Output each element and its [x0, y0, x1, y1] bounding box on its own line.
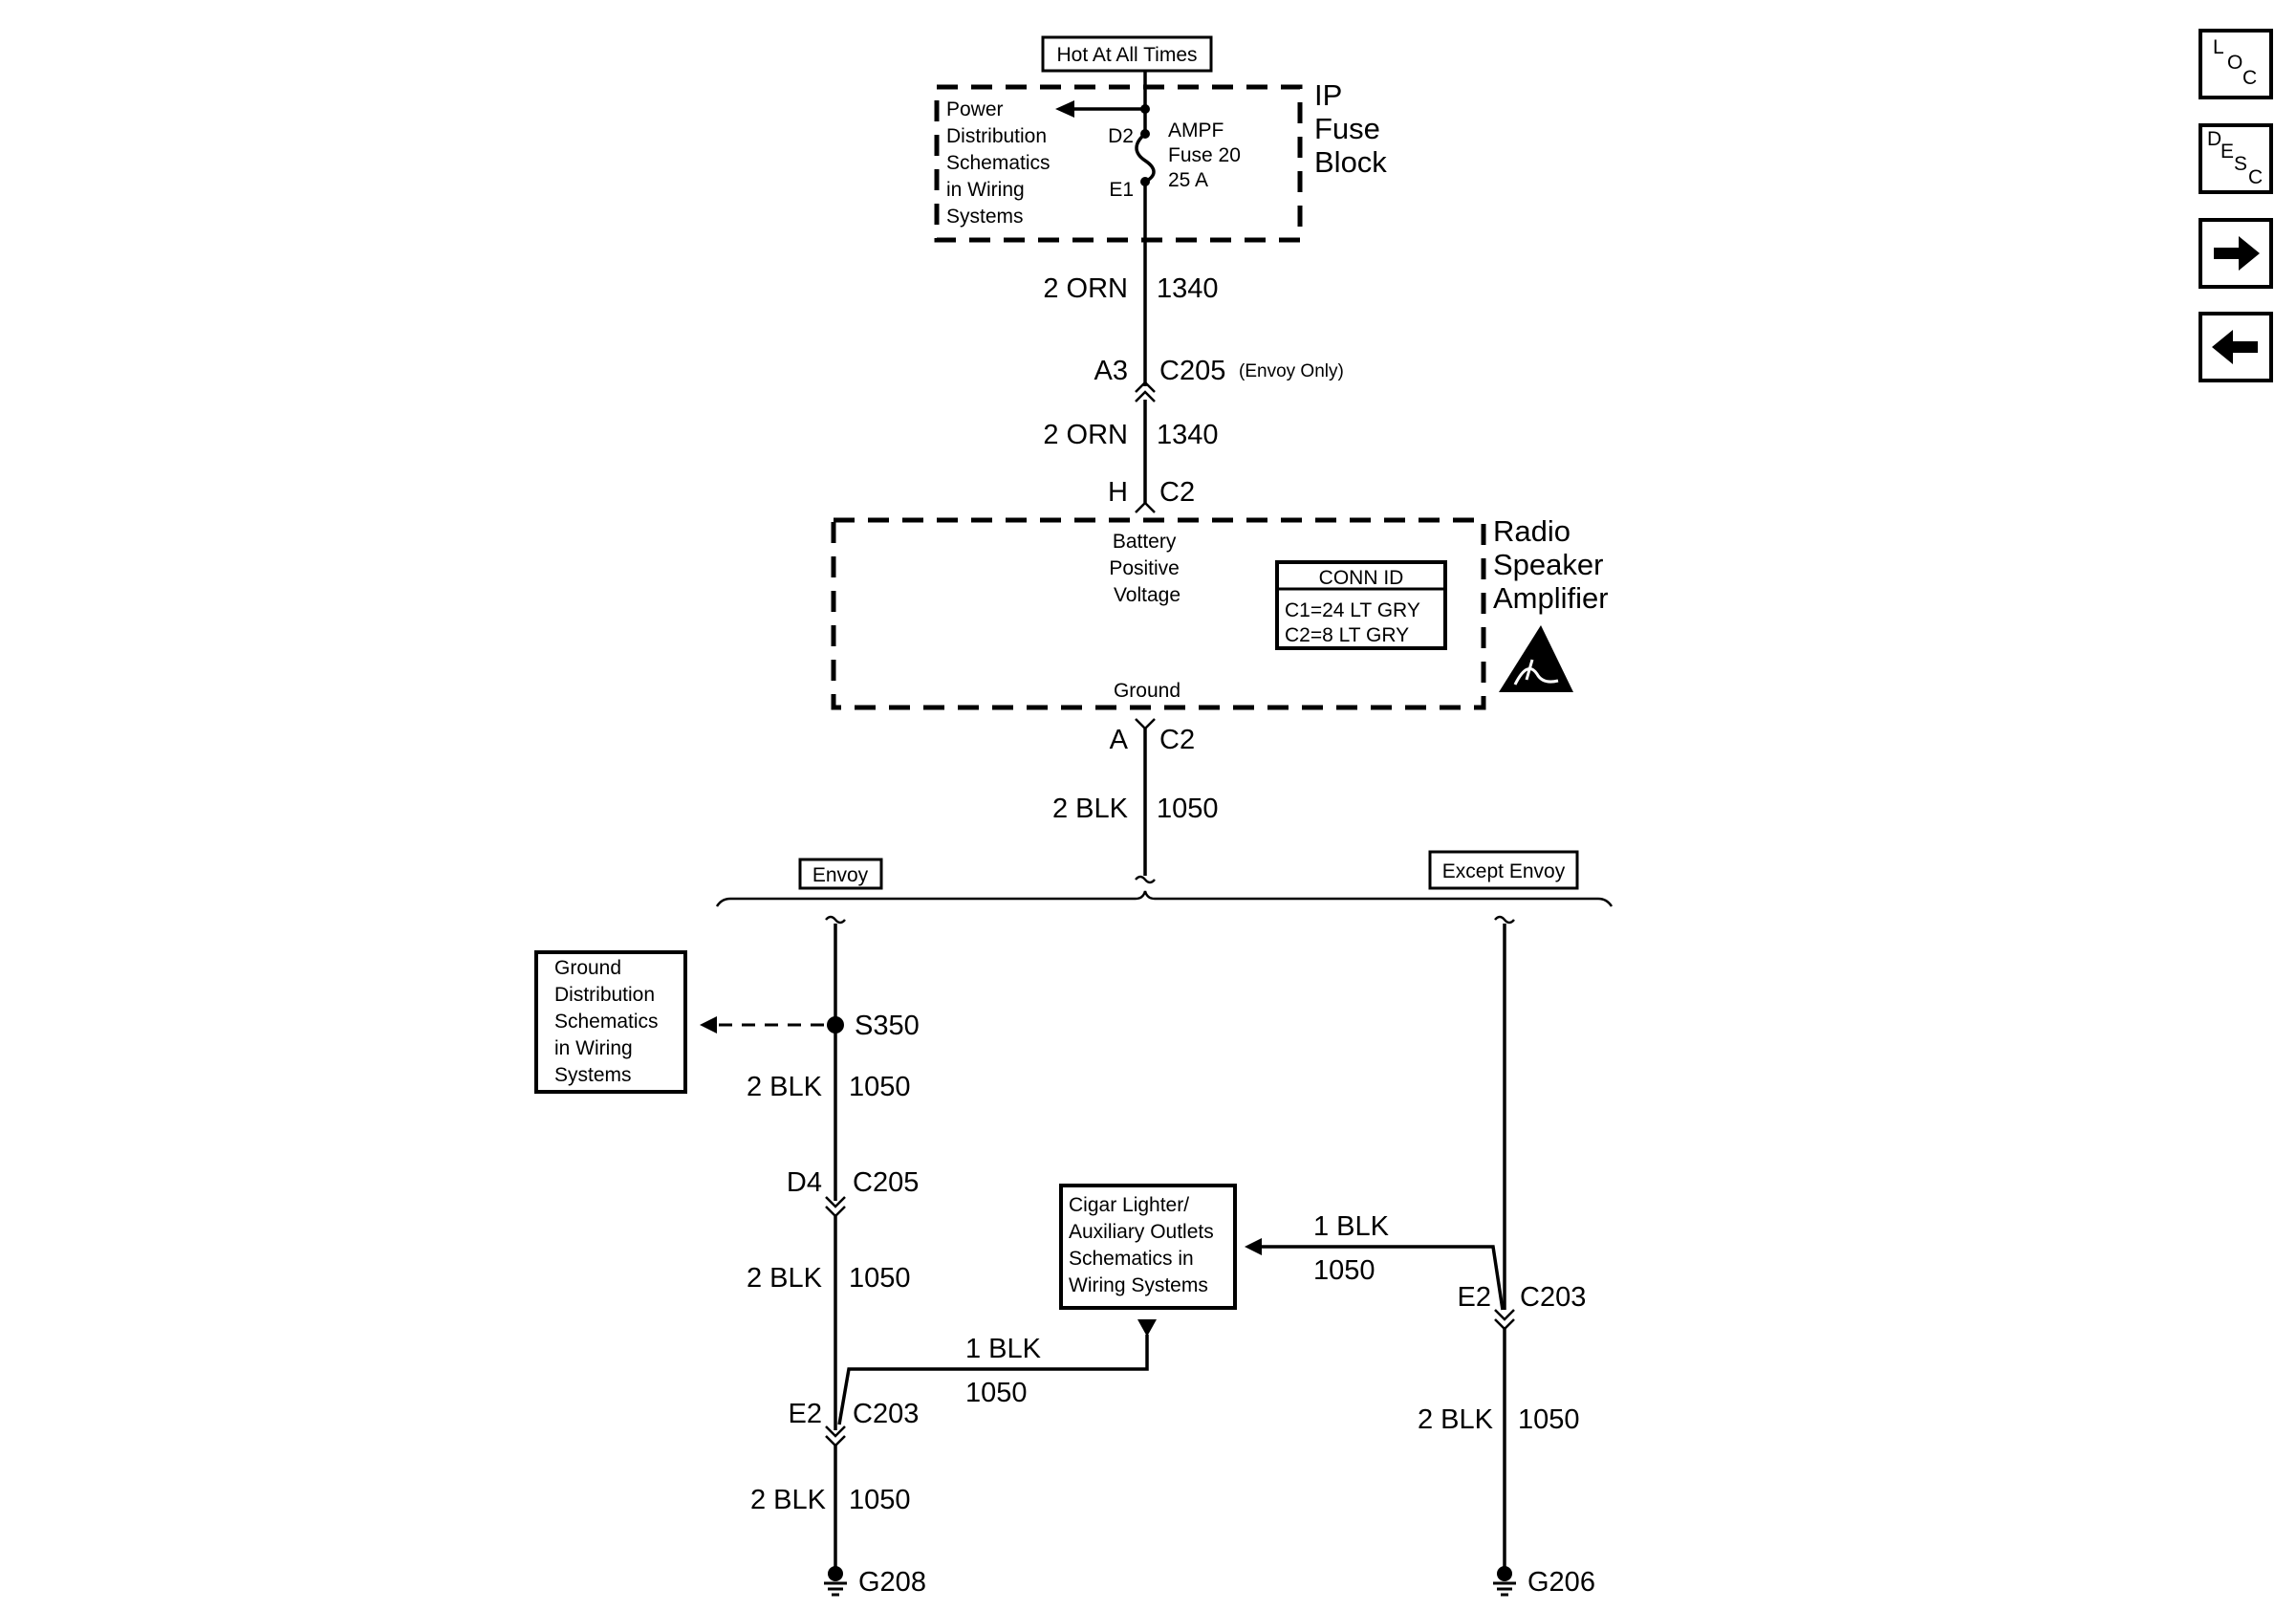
- arrow-down-icon: [1137, 1319, 1157, 1337]
- wire-5-gauge-color: 2 BLK: [747, 1263, 823, 1294]
- power-distribution-reference[interactable]: Power Distribution Schematics in Wiring …: [946, 98, 1055, 228]
- wire-7-gauge-color: 1 BLK: [965, 1334, 1042, 1364]
- wire-4-circuit: 1050: [849, 1072, 911, 1102]
- radio-speaker-amplifier: Radio Speaker Amplifier Battery Positive…: [831, 514, 1612, 710]
- hot-at-all-times-label: Hot At All Times: [1056, 44, 1197, 66]
- wire-2-circuit: 1340: [1157, 420, 1219, 450]
- arrow-left-icon: [700, 1016, 717, 1033]
- location-button[interactable]: L O C: [2199, 29, 2273, 99]
- wire-8-gauge-color: 1 BLK: [1313, 1211, 1390, 1242]
- battery-positive-voltage-label: Battery Positive Voltage: [1109, 531, 1184, 606]
- connector-amp-c2-top-symbol: [1135, 501, 1156, 513]
- description-button-letter-c: C: [2248, 166, 2263, 188]
- ip-fuse-block: Hot At All Times IP Fuse Block Power Dis…: [934, 35, 1389, 243]
- hot-at-all-times-box: [1041, 35, 1213, 73]
- conn-id-title: CONN ID: [1319, 567, 1404, 589]
- connector-amp-c2-top-name: C2: [1159, 477, 1195, 508]
- connector-amp-c2-top-pin: H: [1108, 477, 1128, 508]
- ground-distribution-box[interactable]: [534, 950, 687, 1094]
- wire-3-circuit: 1050: [1157, 794, 1219, 824]
- option-except-envoy-label: Except Envoy: [1442, 860, 1566, 882]
- location-button-letter-o: O: [2227, 52, 2242, 74]
- wire-8-circuit: 1050: [1313, 1255, 1375, 1286]
- wire-break-left: [825, 915, 846, 925]
- amplifier-name: Radio Speaker Amplifier: [1493, 514, 1612, 615]
- connector-c205-left-name: C205: [853, 1167, 919, 1198]
- fuse-label: AMPF Fuse 20 25 A: [1168, 120, 1246, 191]
- ground-distribution-reference[interactable]: Ground Distribution Schematics in Wiring…: [554, 957, 663, 1086]
- wire-9-gauge-color: 2 BLK: [1418, 1404, 1494, 1435]
- next-button[interactable]: [2199, 218, 2273, 289]
- ground-g206-label: G206: [1527, 1567, 1595, 1598]
- amplifier-outline: [831, 517, 1486, 710]
- location-button-letter-c: C: [2242, 67, 2257, 89]
- arrow-right-icon: [2214, 236, 2260, 271]
- connector-c203-left-pin: E2: [789, 1399, 822, 1429]
- connector-c203-right-symbol: [1494, 1309, 1515, 1331]
- splice-s350-dot: [827, 1016, 844, 1033]
- connector-c203-right-pin: E2: [1458, 1282, 1491, 1313]
- connector-amp-c2-bottom-symbol: [1135, 718, 1156, 730]
- ground-terminal-label: Ground: [1114, 680, 1180, 702]
- splice-s350-label: S350: [855, 1011, 920, 1041]
- fuse-terminal-d2: D2: [1108, 125, 1134, 147]
- back-button[interactable]: [2199, 312, 2273, 382]
- connector-amp-c2-bottom-pin: A: [1110, 725, 1129, 755]
- conn-id-table: CONN ID C1=24 LT GRY C2=8 LT GRY: [1275, 560, 1447, 650]
- connector-c205-left-pin: D4: [787, 1167, 822, 1198]
- description-button-letter-d: D: [2207, 128, 2221, 150]
- ground-g208-icon: [824, 1566, 847, 1597]
- description-button-letter-e: E: [2220, 141, 2234, 163]
- option-envoy-box: [798, 858, 883, 890]
- conn-id-c2: C2=8 LT GRY: [1285, 624, 1409, 646]
- connector-c205-top-note: (Envoy Only): [1239, 361, 1344, 381]
- connector-c205-top-symbol: [1135, 381, 1156, 402]
- conn-id-c1: C1=24 LT GRY: [1285, 599, 1420, 621]
- blk-wire-cigar-left: [837, 1335, 1149, 1425]
- wire-6-circuit: 1050: [849, 1485, 911, 1515]
- connector-c205-top-pin: A3: [1094, 356, 1128, 386]
- arrow-left-icon: [1055, 100, 1074, 118]
- ip-fuse-block-name: IP Fuse Block: [1314, 78, 1389, 179]
- wire-4-gauge-color: 2 BLK: [747, 1072, 823, 1102]
- option-envoy-label: Envoy: [812, 864, 869, 886]
- connector-amp-c2-bottom-name: C2: [1159, 725, 1195, 755]
- fuse-terminal-e1: E1: [1109, 179, 1134, 201]
- esd-warning-icon: [1499, 625, 1573, 692]
- blk-wire-cigar-right: [1260, 1245, 1505, 1311]
- option-brace: [715, 890, 1614, 907]
- cigar-lighter-reference[interactable]: Cigar Lighter/ Auxiliary Outlets Schemat…: [1069, 1194, 1220, 1296]
- cigar-lighter-box[interactable]: [1059, 1184, 1237, 1310]
- location-button-letter-l: L: [2213, 36, 2224, 58]
- wire-3-gauge-color: 2 BLK: [1052, 794, 1129, 824]
- description-button-letter-s: S: [2234, 153, 2247, 175]
- ground-g206-icon: [1493, 1566, 1516, 1597]
- connector-c203-left-name: C203: [853, 1399, 919, 1429]
- wire-6-gauge-color: 2 BLK: [750, 1485, 827, 1515]
- description-button[interactable]: D E S C: [2199, 123, 2273, 194]
- ground-g208-label: G208: [858, 1567, 926, 1598]
- wire-9-circuit: 1050: [1518, 1404, 1580, 1435]
- arrow-left-icon: [2212, 330, 2258, 364]
- option-except-envoy-box: [1428, 850, 1579, 890]
- wire-2-gauge-color: 2 ORN: [1043, 420, 1128, 450]
- ip-fuse-block-outline: [934, 84, 1303, 243]
- wire-5-circuit: 1050: [849, 1263, 911, 1294]
- hot-bus-wire: [1069, 71, 1147, 111]
- fuse-icon: [1135, 109, 1156, 184]
- wire-1-circuit: 1340: [1157, 273, 1219, 304]
- wire-break-right: [1494, 915, 1515, 925]
- connector-c203-right-name: C203: [1520, 1282, 1586, 1313]
- arrow-left-icon: [1245, 1238, 1262, 1255]
- wire-7-circuit: 1050: [965, 1378, 1028, 1408]
- wire-break-main: [1135, 875, 1156, 884]
- wire-1-gauge-color: 2 ORN: [1043, 273, 1128, 304]
- connector-c205-top-name: C205: [1159, 356, 1225, 386]
